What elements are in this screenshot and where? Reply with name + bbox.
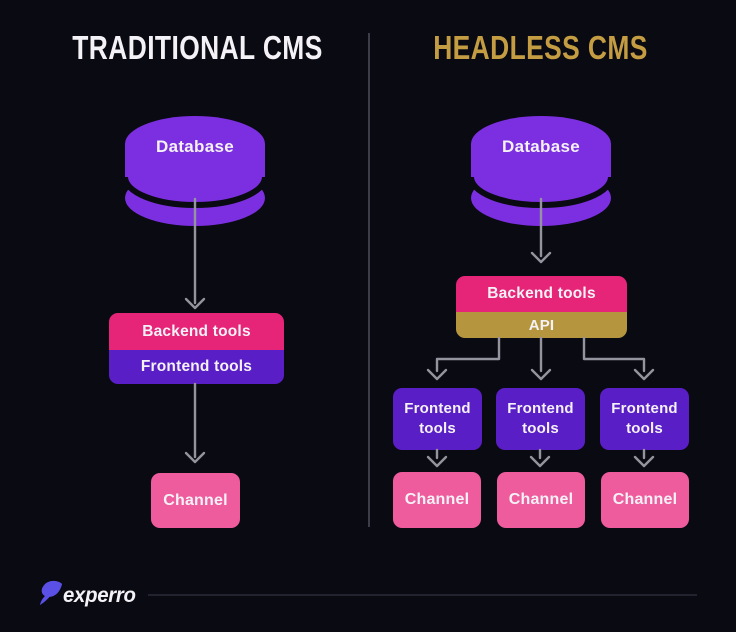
- database-cylinder-icon: [124, 116, 266, 226]
- arrowhead-icon: [530, 368, 552, 381]
- headless-cms-title: HEADLESS CMS: [433, 29, 648, 66]
- channel-box: Channel: [393, 472, 481, 528]
- experro-logo-text: experro: [63, 584, 136, 607]
- backend-api-stack: Backend tools API: [456, 276, 627, 338]
- backend-frontend-stack: Backend tools Frontend tools: [109, 313, 284, 384]
- database-cylinder-icon: [470, 116, 612, 226]
- arrowhead-icon: [633, 455, 655, 468]
- backend-tools-box: Backend tools: [456, 276, 627, 312]
- database-label: Database: [156, 137, 234, 156]
- channel-box: Channel: [601, 472, 689, 528]
- column-divider-line: [368, 33, 370, 527]
- arrowhead-icon: [426, 455, 448, 468]
- arrowhead-icon: [529, 455, 551, 468]
- channel-box: Channel: [497, 472, 585, 528]
- arrow-api-to-frontend-1: [435, 336, 501, 373]
- footer-divider-line: [148, 594, 697, 596]
- frontend-tools-box: Frontend tools: [600, 388, 689, 450]
- backend-tools-box: Backend tools: [109, 313, 284, 350]
- experro-rocket-icon: [39, 580, 63, 606]
- channel-box: Channel: [151, 473, 240, 528]
- traditional-cms-title: TRADITIONAL CMS: [72, 29, 323, 66]
- arrowhead-icon: [184, 297, 206, 310]
- arrow-api-to-frontend-3: [582, 336, 646, 373]
- frontend-tools-box: Frontend tools: [393, 388, 482, 450]
- arrowhead-icon: [426, 368, 448, 381]
- frontend-tools-box: Frontend tools: [109, 350, 284, 384]
- database-label: Database: [502, 137, 580, 156]
- arrowhead-icon: [530, 251, 552, 264]
- arrowhead-icon: [184, 451, 206, 464]
- frontend-tools-box: Frontend tools: [496, 388, 585, 450]
- arrowhead-icon: [633, 368, 655, 381]
- api-box: API: [456, 312, 627, 338]
